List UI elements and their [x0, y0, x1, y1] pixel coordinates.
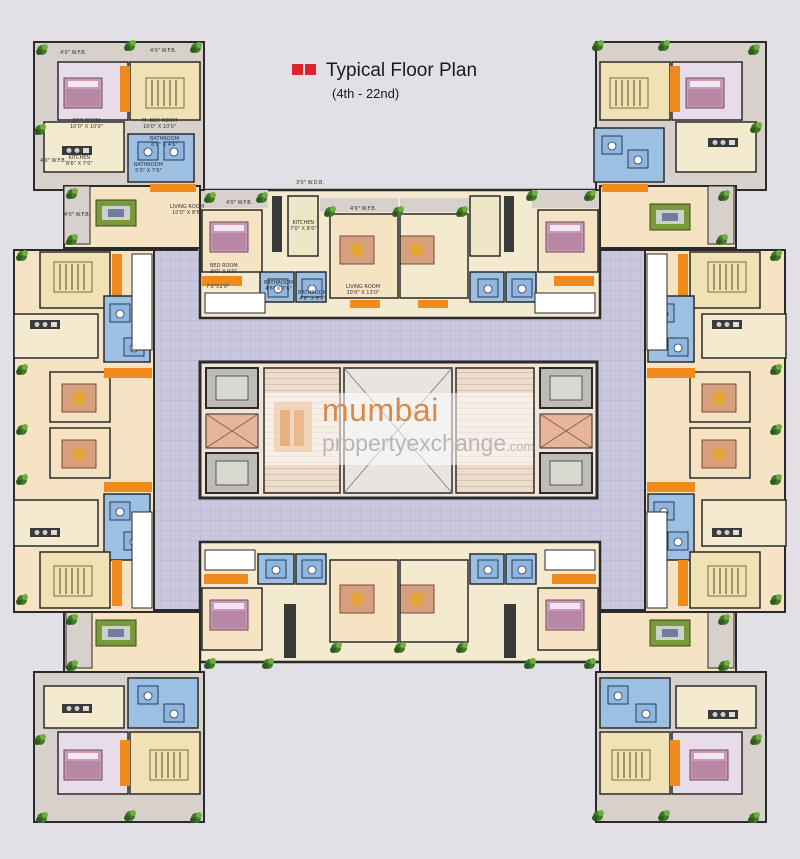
title-block: Typical Floor Plan (4th - 22nd) — [292, 60, 477, 101]
bottom-middle-wing — [198, 540, 602, 664]
wing-bottom-left — [33, 611, 205, 823]
label-wfb-side: 4'0" W.F.B. — [40, 158, 67, 164]
wing-top-left — [33, 41, 205, 249]
label-wfb-side-2: 4'0" W.F.B. — [64, 212, 91, 218]
watermark-line-2: propertyexchange.com — [322, 430, 535, 456]
wing-right-side — [644, 249, 787, 613]
wing-top-right — [593, 41, 767, 249]
top-middle-wing — [198, 188, 602, 320]
watermark-line-1: mumbai — [322, 392, 439, 428]
label-wfb-mid-2: 4'6" W.F.B. — [350, 206, 377, 212]
label-wfb-top: 4'0" W.F.B. — [60, 50, 87, 56]
label-wfb-top-2: 4'0" W.F.B. — [150, 48, 177, 54]
watermark-logo-icon — [274, 402, 312, 452]
label-wfb-mid-1: 4'0" W.F.B. — [226, 200, 253, 206]
wing-bottom-right — [595, 611, 767, 823]
label-wdb: 3'0" W.D.B. — [296, 180, 325, 186]
label-passage: 7'0"X2'0" — [206, 284, 230, 290]
title-marker-icon — [292, 62, 318, 80]
wing-left-side — [13, 249, 155, 613]
page-title: Typical Floor Plan — [326, 60, 478, 81]
page-subtitle: (4th - 22nd) — [332, 86, 400, 101]
